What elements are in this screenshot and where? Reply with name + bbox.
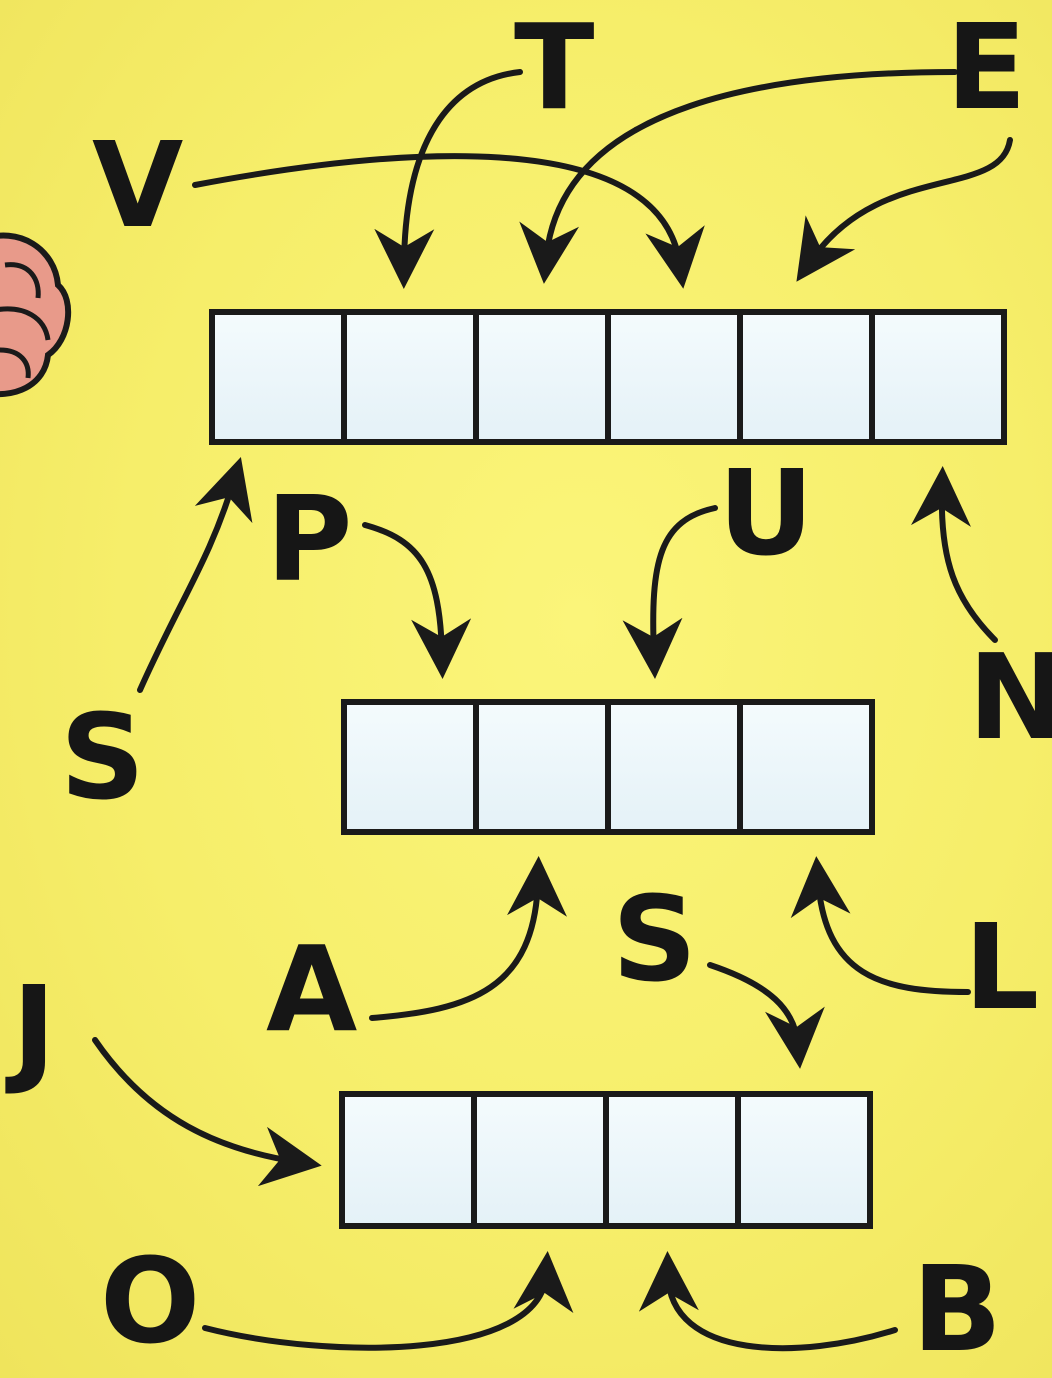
row-2-cell-4[interactable] [737, 699, 875, 835]
row-1-cell-5[interactable] [737, 309, 875, 445]
row-1-cell-6[interactable] [869, 309, 1007, 445]
row-3-cell-2[interactable] [471, 1091, 609, 1229]
letter-o: O [100, 1232, 200, 1370]
letter-a: A [266, 920, 357, 1058]
row-3-cell-1[interactable] [339, 1091, 477, 1229]
letter-e: E [946, 0, 1027, 136]
letter-v: V [92, 116, 183, 254]
row-2-cell-3[interactable] [605, 699, 743, 835]
arrow-j [92, 1037, 322, 1187]
answer-row-1 [209, 309, 1007, 445]
brain-icon [0, 232, 72, 398]
answer-row-3 [339, 1091, 873, 1229]
letter-l: L [964, 898, 1039, 1036]
arrow-n [910, 466, 998, 643]
arrow-s-mid [707, 962, 825, 1069]
answer-row-2 [341, 699, 875, 835]
clue-letters: T E V P U S N A S L J O B [5, 0, 1052, 1378]
row-3-cell-4[interactable] [735, 1091, 873, 1229]
row-1-cell-2[interactable] [341, 309, 479, 445]
letter-s-left: S [60, 688, 145, 826]
letter-p: P [266, 470, 352, 608]
arrow-b [638, 1251, 898, 1352]
arrow-e-top [519, 69, 958, 284]
arrows [92, 69, 1013, 1352]
arrow-v [192, 153, 705, 289]
arrow-e-right [796, 137, 1013, 282]
row-2-cell-2[interactable] [473, 699, 611, 835]
row-1-cell-3[interactable] [473, 309, 611, 445]
letter-s-mid: S [612, 870, 697, 1008]
row-1-cell-1[interactable] [209, 309, 347, 445]
arrow-o [202, 1251, 574, 1351]
arrow-l [790, 856, 971, 995]
arrow-s-left [137, 457, 253, 693]
letter-t: T [514, 0, 595, 136]
arrow-p [362, 522, 472, 679]
arrow-a [369, 856, 567, 1021]
letter-j: J [5, 960, 56, 1098]
row-2-cell-1[interactable] [341, 699, 479, 835]
row-1-cell-4[interactable] [605, 309, 743, 445]
letter-b: B [912, 1240, 1002, 1378]
letter-u: U [718, 444, 814, 582]
arrow-t [374, 69, 523, 289]
row-3-cell-3[interactable] [603, 1091, 741, 1229]
arrow-u [622, 505, 718, 679]
letter-n: N [968, 628, 1052, 766]
